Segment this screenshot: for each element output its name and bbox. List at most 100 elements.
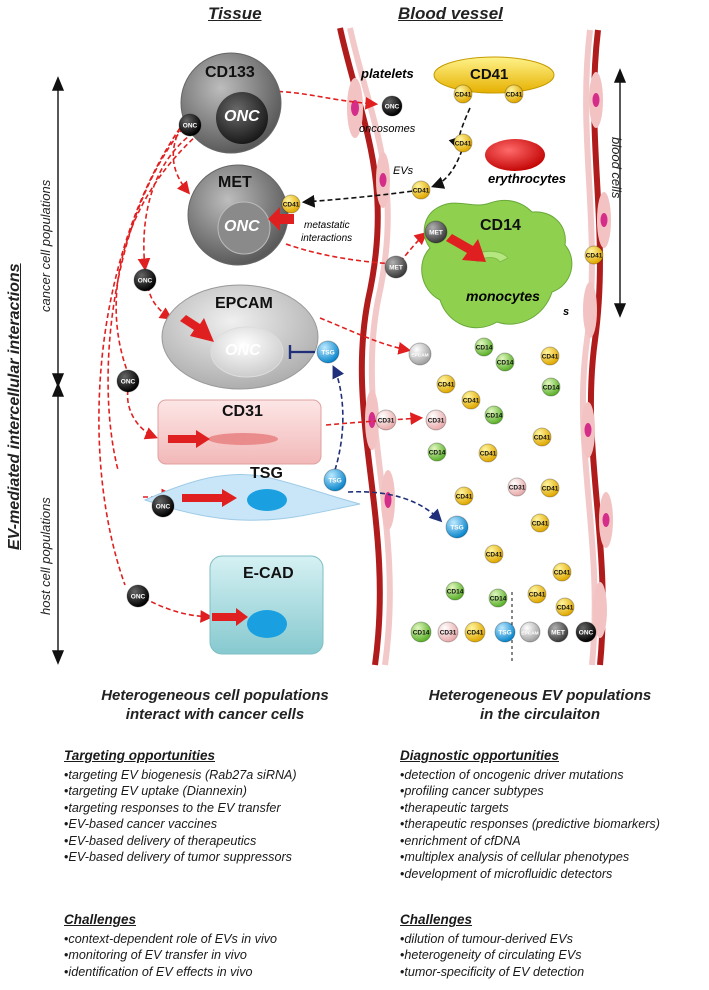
met-label: MET <box>218 174 252 191</box>
ev-cd14-dot <box>410 621 432 643</box>
ev-cd14-label: CD14 <box>543 385 560 392</box>
ev-cd41: CD41 <box>436 374 456 394</box>
evs-label: EVs <box>393 165 414 177</box>
challenges-left-item: identification of EV effects in vivo <box>64 964 384 981</box>
ev-cd14-dot <box>484 405 504 425</box>
ev-cd31-label: CD31 <box>428 418 445 425</box>
ev-cd41: CD41 <box>478 443 498 463</box>
monocyte <box>421 199 573 329</box>
ev-cd41-label: CD41 <box>486 552 503 559</box>
ev-onc: ONC <box>178 113 202 137</box>
cancer-side-label: cancer cell populations <box>38 179 53 312</box>
targeting-item: EV-based delivery of therapeutics <box>64 833 384 850</box>
cd133-cell <box>180 52 282 154</box>
ev-cd41: CD41 <box>584 245 604 265</box>
ev-tsg: TSG <box>445 515 469 539</box>
targeting-panel: Targeting opportunities targeting EV bio… <box>64 748 384 866</box>
ev-cd31: CD31 <box>425 409 447 431</box>
challenges-left-item: context-dependent role of EVs in vivo <box>64 931 384 948</box>
ev-tsg-label: TSG <box>321 350 334 357</box>
ev-met: MET <box>384 255 408 279</box>
targeting-item: targeting responses to the EV transfer <box>64 800 384 817</box>
ev-cd14-dot <box>474 337 494 357</box>
ev-cd41-dot <box>555 597 575 617</box>
ev-cd41-label: CD41 <box>480 451 497 458</box>
challenges-right-panel: Challenges dilution of tumour-derived EV… <box>400 912 705 980</box>
ev-cd41-dot <box>484 544 504 564</box>
diagnostic-item: development of microfluidic detectors <box>400 866 705 883</box>
ev-onc-dot <box>178 113 202 137</box>
ev-cd41-label: CD41 <box>413 188 430 195</box>
ev-cd14-label: CD14 <box>490 596 507 603</box>
targeting-title: Targeting opportunities <box>64 748 215 763</box>
oncosomes-label: oncosomes <box>359 123 416 135</box>
ev-onc-label: ONC <box>138 278 153 285</box>
ev-cd14-label: CD14 <box>429 450 446 457</box>
challenges-right-title: Challenges <box>400 912 473 927</box>
ev-cd41-dot <box>454 486 474 506</box>
ev-cd41-label: CD41 <box>542 354 559 361</box>
ev-met: MET <box>547 621 569 643</box>
ev-cd14: CD14 <box>474 337 494 357</box>
ev-cd41-label: CD41 <box>463 398 480 405</box>
left-caption-line1: Heterogeneous cell populations <box>101 687 329 704</box>
ev-cd41: CD41 <box>504 84 524 104</box>
diagnostic-item: therapeutic responses (predictive biomar… <box>400 816 705 833</box>
ev-onc: ONC <box>126 584 150 608</box>
challenges-right-item: dilution of tumour-derived EVs <box>400 931 705 948</box>
ev-onc-dot <box>381 95 403 117</box>
ev-cd41-dot <box>552 562 572 582</box>
ev-cd41-dot <box>453 133 473 153</box>
ev-cd41: CD41 <box>532 427 552 447</box>
ev-cd41-label: CD41 <box>542 486 559 493</box>
ev-met-dot <box>424 220 448 244</box>
ev-cd41-label: CD41 <box>455 92 472 99</box>
met-cell <box>187 164 294 266</box>
ev-cd41-dot <box>540 478 560 498</box>
targeting-item: targeting EV uptake (Diannexin) <box>64 783 384 800</box>
ev-cd31-label: CD31 <box>378 418 395 425</box>
ev-cd41-dot <box>532 427 552 447</box>
ev-onc-dot <box>151 494 175 518</box>
ev-cd41-dot <box>461 390 481 410</box>
ev-epcam-label: EPCAM <box>521 631 538 637</box>
ev-cd14-label: CD14 <box>497 360 514 367</box>
ev-cd31-dot <box>375 409 397 431</box>
ev-onc-label: ONC <box>156 504 171 511</box>
ev-onc: ONC <box>151 494 175 518</box>
ev-cd31-dot <box>507 477 527 497</box>
ev-cd41: CD41 <box>453 133 473 153</box>
ev-met-label: MET <box>389 265 403 272</box>
ev-onc-label: ONC <box>385 104 400 111</box>
ev-tsg-label: TSG <box>328 478 341 485</box>
ev-cd41-dot <box>464 621 486 643</box>
ev-tsg-dot <box>445 515 469 539</box>
platelets-label: platelets <box>361 66 414 81</box>
ev-cd41-dot <box>281 194 301 214</box>
blood-cells-arrow <box>613 68 627 318</box>
ev-cd14: CD14 <box>495 352 515 372</box>
blood-cells-label: blood cells <box>609 137 624 199</box>
ev-cd14: CD14 <box>488 588 508 608</box>
ev-tsg: TSG <box>494 621 516 643</box>
ev-tsg-dot <box>316 340 340 364</box>
ev-cd41-dot <box>527 584 547 604</box>
met-onc-label: ONC <box>224 218 260 235</box>
ev-onc: ONC <box>381 95 403 117</box>
ev-cd41-label: CD41 <box>506 92 523 99</box>
ev-cd14-label: CD14 <box>413 630 430 637</box>
ev-onc-dot <box>126 584 150 608</box>
ev-cd14: CD14 <box>410 621 432 643</box>
ev-cd14-dot <box>495 352 515 372</box>
challenges-right-item: tumor-specificity of EV detection <box>400 964 705 981</box>
ev-met-dot <box>547 621 569 643</box>
ev-cd41: CD41 <box>530 513 550 533</box>
ev-cd14-dot <box>445 581 465 601</box>
diagnostic-item: multiplex analysis of cellular phenotype… <box>400 849 705 866</box>
challenges-left-item: monitoring of EV transfer in vivo <box>64 947 384 964</box>
monocytes-label: monocytes <box>466 288 540 304</box>
ev-cd14-label: CD14 <box>447 589 464 596</box>
ev-cd14-label: CD14 <box>476 345 493 352</box>
ev-tsg-dot <box>323 468 347 492</box>
ev-cd41: CD41 <box>461 390 481 410</box>
